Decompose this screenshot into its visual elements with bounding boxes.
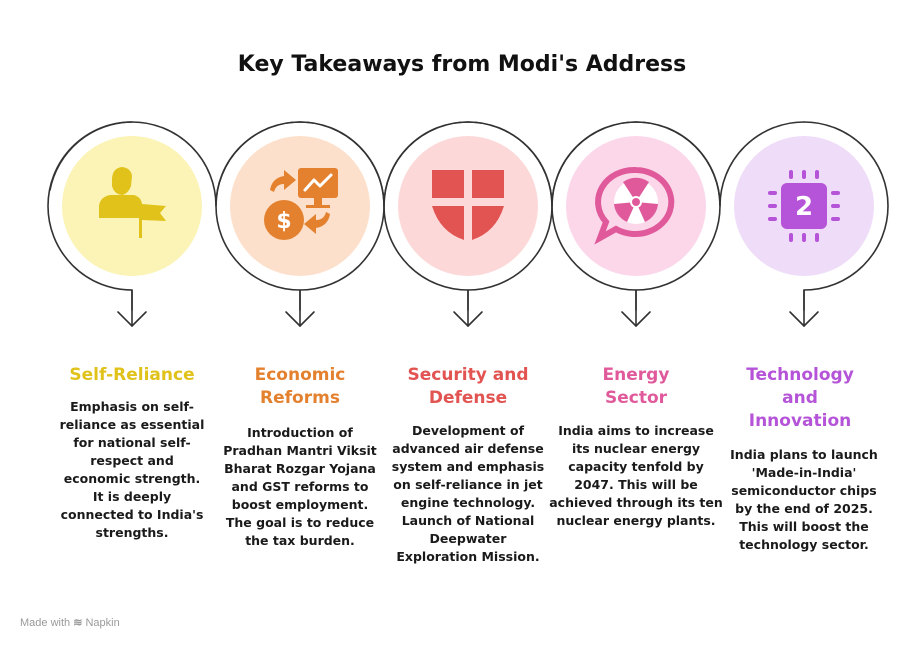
connector-start (49, 121, 133, 191)
person-flag-icon (99, 167, 166, 238)
connector-outline (47, 121, 889, 311)
footer-brand: Napkin (85, 617, 120, 629)
shield-icon (432, 170, 504, 240)
heading-economic-reforms: Economic Reforms (254, 365, 346, 408)
step-circle-3 (398, 136, 538, 276)
body-self-reliance: Emphasis on self-reliance as essential f… (59, 399, 205, 540)
body-economic-reforms: Introduction of Pradhan Mantri Viksit Bh… (223, 425, 377, 548)
heading-technology-innovation: Technology and Innovation (746, 365, 854, 431)
heading-energy-sector: Energy Sector (602, 365, 670, 408)
arrowheads (117, 289, 819, 327)
money-chart-exchange-icon: $ (264, 168, 338, 240)
diagram-title: Key Takeaways from Modi's Address (237, 52, 687, 77)
radiation-speech-bubble-icon (594, 166, 675, 245)
step-circle-2 (230, 136, 370, 276)
connector-4b (551, 121, 805, 291)
heading-security-defense: Security and Defense (407, 365, 529, 408)
heading-self-reliance: Self-Reliance (69, 365, 195, 385)
chip-icon: 2 (768, 170, 840, 242)
footer-made-with: Made with (20, 617, 71, 629)
body-energy-sector: India aims to increase its nuclear energ… (549, 423, 723, 528)
chip-number: 2 (795, 192, 813, 222)
body-technology-innovation: India plans to launch 'Made-in-India' se… (730, 447, 878, 552)
svg-text:$: $ (276, 209, 291, 234)
body-security-defense: Development of advanced air defense syst… (391, 423, 545, 564)
connector-5 (803, 121, 889, 311)
footer-attribution: Made with ≋ Napkin (20, 616, 120, 629)
napkin-logo-icon: ≋ (73, 617, 83, 629)
